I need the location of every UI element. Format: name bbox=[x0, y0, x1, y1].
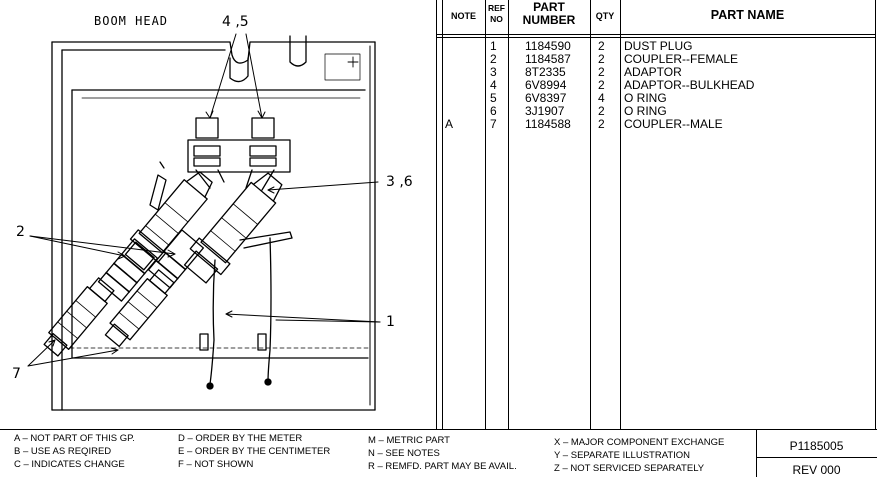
boom-head-drawing: BOOM HEAD 4 ,5 3 ,6 2 1 7 bbox=[0, 0, 436, 428]
exploded-view-illustration bbox=[27, 33, 381, 411]
table-border-left-inner bbox=[442, 0, 443, 430]
legend-code-x: X – MAJOR COMPONENT EXCHANGE bbox=[554, 437, 725, 448]
row-part-name: COUPLER--MALE bbox=[624, 117, 723, 131]
group-number: P1185005 bbox=[789, 439, 844, 453]
row-ref: 7 bbox=[490, 117, 497, 131]
callout-7: 7 bbox=[12, 366, 21, 382]
legend-code-n: N – SEE NOTES bbox=[368, 448, 440, 459]
table-header-rule-inner bbox=[436, 37, 876, 38]
header-part-number: PART NUMBER bbox=[508, 1, 590, 27]
row-ref: 4 bbox=[490, 78, 497, 92]
legend-code-b: B – USE AS REQIRED bbox=[14, 446, 112, 457]
legend-code-e: E – ORDER BY THE CENTIMETER bbox=[178, 446, 331, 457]
legend-code-m: M – METRIC PART bbox=[368, 435, 450, 446]
drawing-title: BOOM HEAD bbox=[94, 14, 169, 28]
row-part-number: 8T2335 bbox=[525, 65, 566, 79]
header-no-line: NO bbox=[490, 14, 503, 24]
header-part-name: PART NAME bbox=[710, 8, 785, 22]
callout-3-6: 3 ,6 bbox=[386, 174, 413, 190]
legend-code-r: R – REMFD. PART MAY BE AVAIL. bbox=[368, 461, 517, 472]
table-divider-part bbox=[590, 0, 591, 430]
row-part-number: 6V8994 bbox=[525, 78, 567, 92]
row-part-number: 1184590 bbox=[525, 39, 571, 53]
row-note: A bbox=[445, 117, 454, 131]
table-border-right bbox=[875, 0, 876, 430]
header-note: NOTE bbox=[450, 11, 476, 21]
legend-code-c: C – INDICATES CHANGE bbox=[14, 459, 125, 470]
ident-box-left bbox=[756, 430, 757, 477]
row-part-number: 1184588 bbox=[525, 117, 571, 131]
row-qty: 2 bbox=[598, 65, 605, 79]
row-part-name: COUPLER--FEMALE bbox=[624, 52, 739, 66]
table-border-left bbox=[436, 0, 437, 430]
legend-code-f: F – NOT SHOWN bbox=[178, 459, 254, 470]
header-number-line: NUMBER bbox=[522, 13, 576, 27]
row-ref: 2 bbox=[490, 52, 497, 66]
row-ref: 1 bbox=[490, 39, 497, 53]
table-divider-note bbox=[485, 0, 486, 430]
legend-code-a: A – NOT PART OF THIS GP. bbox=[14, 433, 135, 444]
row-qty: 2 bbox=[598, 52, 605, 66]
row-ref: 5 bbox=[490, 91, 497, 105]
row-part-name: ADAPTOR bbox=[624, 65, 682, 79]
callout-1: 1 bbox=[386, 314, 395, 330]
legend-code-y: Y – SEPARATE ILLUSTRATION bbox=[554, 450, 691, 461]
row-qty: 2 bbox=[598, 39, 605, 53]
callout-4-5: 4 ,5 bbox=[222, 14, 249, 30]
header-part-line: PART bbox=[533, 0, 565, 14]
row-part-number: 3J1907 bbox=[525, 104, 565, 118]
legend-code-d: D – ORDER BY THE METER bbox=[178, 433, 303, 444]
table-header-rule bbox=[436, 34, 876, 35]
row-ref: 6 bbox=[490, 104, 497, 118]
row-ref: 3 bbox=[490, 65, 497, 79]
table-divider-qty bbox=[620, 0, 621, 430]
footer-rule bbox=[0, 429, 877, 430]
header-ref-line: REF bbox=[488, 3, 505, 13]
row-qty: 2 bbox=[598, 117, 605, 131]
row-part-name: ADAPTOR--BULKHEAD bbox=[624, 78, 755, 92]
legend-code-z: Z – NOT SERVICED SEPARATELY bbox=[554, 463, 705, 474]
row-qty: 2 bbox=[598, 78, 605, 92]
row-part-number: 6V8397 bbox=[525, 91, 567, 105]
row-part-name: O RING bbox=[624, 91, 667, 105]
header-ref-no: REF NO bbox=[485, 3, 508, 25]
header-qty: QTY bbox=[595, 11, 615, 21]
row-part-number: 1184587 bbox=[525, 52, 571, 66]
ident-box-divider bbox=[756, 457, 877, 458]
row-qty: 4 bbox=[598, 91, 605, 105]
row-part-name: O RING bbox=[624, 104, 667, 118]
row-qty: 2 bbox=[598, 104, 605, 118]
revision-number: REV 000 bbox=[792, 463, 841, 477]
table-divider-ref bbox=[508, 0, 509, 430]
row-part-name: DUST PLUG bbox=[624, 39, 693, 53]
callout-2: 2 bbox=[16, 224, 25, 240]
